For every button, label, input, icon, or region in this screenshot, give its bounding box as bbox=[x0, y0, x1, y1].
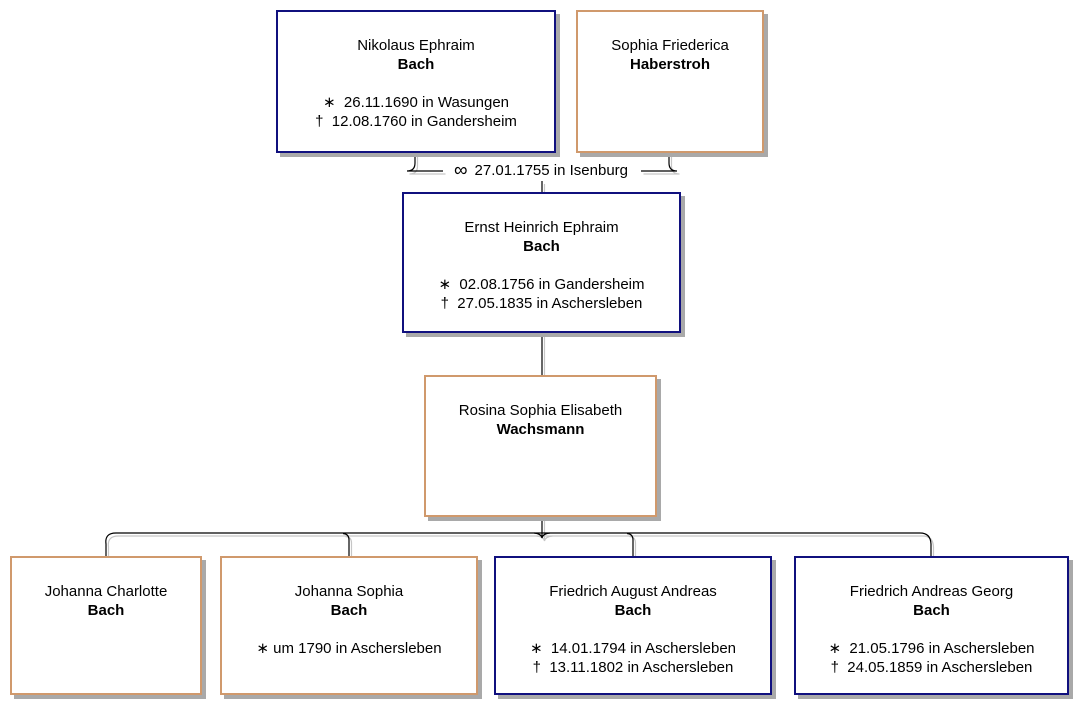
person-given-name: Johanna Charlotte bbox=[44, 583, 168, 600]
person-surname: Bach bbox=[913, 602, 950, 619]
marriage-date-place: 27.01.1755 in Isenburg bbox=[474, 162, 629, 179]
person-box-sophia-friederica-haberstroh[interactable]: Sophia Friederica Haberstroh bbox=[576, 10, 764, 153]
person-box-johanna-sophia-bach[interactable]: Johanna Sophia Bach ∗ um 1790 in Aschers… bbox=[220, 556, 478, 695]
death-line: † 27.05.1835 in Aschersleben bbox=[440, 295, 643, 312]
person-given-name: Sophia Friederica bbox=[611, 37, 729, 54]
connector-father-to-marriage bbox=[406, 154, 443, 172]
person-surname: Bach bbox=[523, 238, 560, 255]
person-given-name: Friedrich Andreas Georg bbox=[849, 583, 1014, 600]
birth-line: ∗ 14.01.1794 in Aschersleben bbox=[529, 640, 737, 657]
person-surname: Wachsmann bbox=[496, 421, 585, 438]
birth-line: ∗ 02.08.1756 in Gandersheim bbox=[438, 276, 645, 293]
person-box-nikolaus-ephraim-bach[interactable]: Nikolaus Ephraim Bach ∗ 26.11.1690 in Wa… bbox=[276, 10, 556, 153]
death-line: † 24.05.1859 in Aschersleben bbox=[830, 659, 1033, 676]
birth-line: ∗ 21.05.1796 in Aschersleben bbox=[828, 640, 1035, 657]
person-box-rosina-sophia-elisabeth-wachsmann[interactable]: Rosina Sophia Elisabeth Wachsmann bbox=[424, 375, 657, 517]
birth-line: ∗ 26.11.1690 in Wasungen bbox=[322, 94, 510, 111]
person-given-name: Johanna Sophia bbox=[294, 583, 404, 600]
person-surname: Haberstroh bbox=[629, 56, 711, 73]
text-spacer bbox=[222, 620, 476, 639]
death-line: † 12.08.1760 in Gandersheim bbox=[315, 113, 517, 130]
person-surname: Bach bbox=[614, 602, 652, 619]
person-given-name: Friedrich August Andreas bbox=[549, 583, 717, 600]
person-given-name: Nikolaus Ephraim bbox=[357, 37, 475, 54]
marriage-label: ∞ 27.01.1755 in Isenburg bbox=[453, 160, 629, 181]
death-line: † 13.11.1802 in Aschersleben bbox=[532, 659, 734, 676]
text-spacer bbox=[496, 620, 770, 639]
person-box-friedrich-andreas-georg-bach[interactable]: Friedrich Andreas Georg Bach ∗ 21.05.179… bbox=[794, 556, 1069, 695]
person-box-johanna-charlotte-bach[interactable]: Johanna Charlotte Bach bbox=[10, 556, 202, 695]
person-surname: Bach bbox=[87, 602, 125, 619]
connector-rail-junction bbox=[533, 532, 551, 539]
person-surname: Bach bbox=[330, 602, 368, 619]
marriage-rings-icon: ∞ bbox=[453, 160, 468, 181]
text-spacer bbox=[796, 620, 1067, 639]
connector-mother-to-marriage bbox=[641, 154, 678, 172]
person-box-friedrich-august-andreas-bach[interactable]: Friedrich August Andreas Bach ∗ 14.01.17… bbox=[494, 556, 772, 695]
connector-drop-child3 bbox=[626, 532, 634, 556]
connector-drop-child2 bbox=[342, 532, 350, 556]
person-box-ernst-heinrich-ephraim-bach[interactable]: Ernst Heinrich Ephraim Bach ∗ 02.08.1756… bbox=[402, 192, 681, 333]
connector-children-rail bbox=[105, 532, 932, 556]
person-given-name: Rosina Sophia Elisabeth bbox=[458, 402, 623, 419]
person-given-name: Ernst Heinrich Ephraim bbox=[464, 219, 619, 236]
text-spacer bbox=[404, 256, 679, 275]
birth-line: ∗ um 1790 in Aschersleben bbox=[256, 640, 442, 657]
text-spacer bbox=[278, 74, 554, 93]
person-surname: Bach bbox=[397, 56, 435, 73]
